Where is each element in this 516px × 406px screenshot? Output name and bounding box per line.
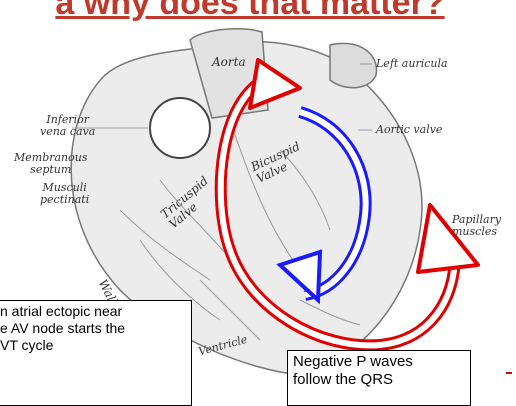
label-aortic-valve: Aortic valve bbox=[376, 124, 442, 136]
vena-cava-opening bbox=[150, 98, 210, 158]
label-papillary-muscles: Papillary muscles bbox=[452, 214, 501, 237]
label-musculi-pectinati: Musculi pectinati bbox=[40, 182, 89, 205]
label-inferior-vena-cava: Inferior vena cava bbox=[40, 114, 95, 137]
label-membranous-septum: Membranous septum bbox=[14, 152, 88, 175]
ectopic-textbox: n atrial ectopic near e AV node starts t… bbox=[0, 300, 192, 406]
label-aorta: Aorta bbox=[212, 56, 246, 69]
ectopic-text: n atrial ectopic near e AV node starts t… bbox=[0, 303, 186, 353]
negative-p-text: Negative P waves follow the QRS bbox=[293, 353, 465, 389]
negative-p-textbox: Negative P waves follow the QRS bbox=[287, 350, 471, 406]
red-mark bbox=[506, 372, 512, 374]
label-left-auricula: Left auricula bbox=[376, 58, 448, 70]
